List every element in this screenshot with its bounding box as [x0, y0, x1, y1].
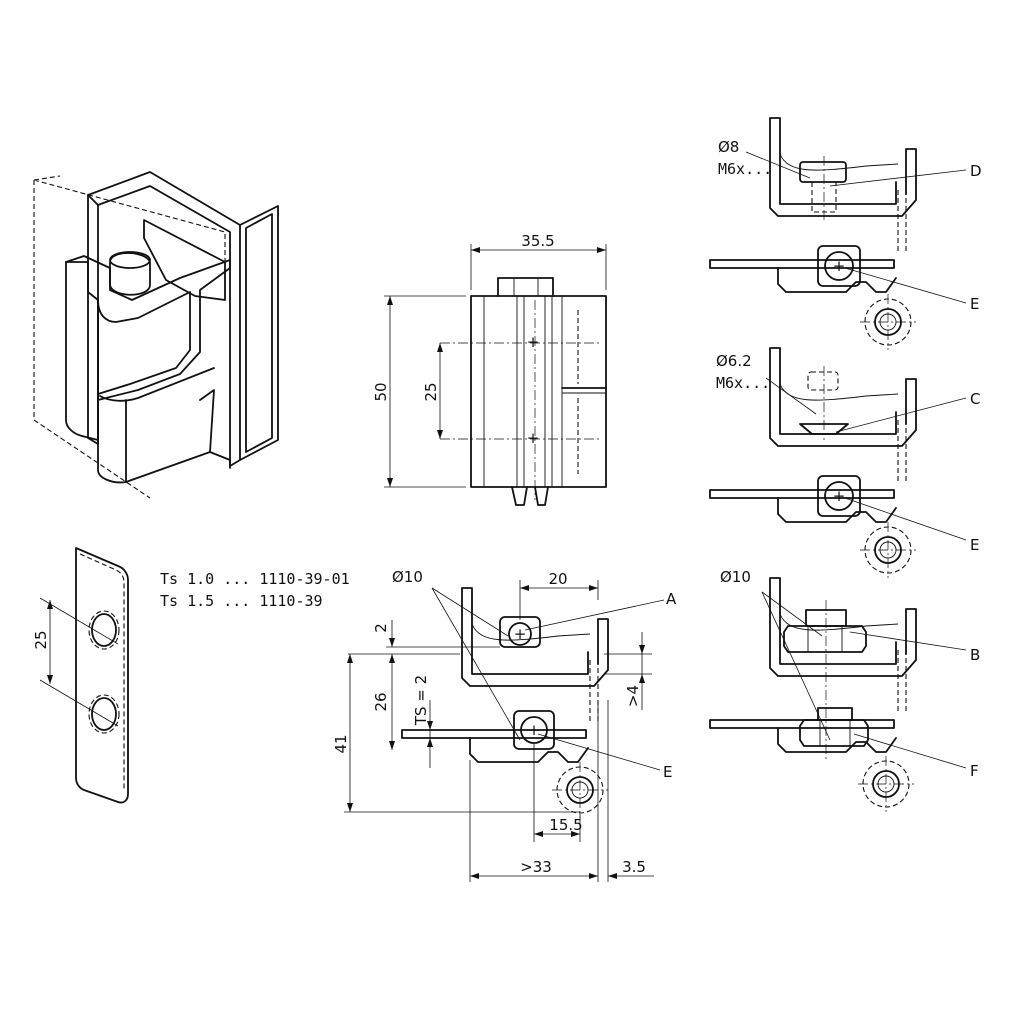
- section-main: + + Ø10 A E 20 2 26 41: [332, 568, 677, 882]
- svg-text:+: +: [833, 257, 846, 275]
- dim-2: 2: [372, 623, 390, 633]
- callout-d: D: [970, 162, 982, 180]
- dim-33: >33: [520, 858, 552, 876]
- dim-width: 35.5: [521, 232, 554, 250]
- nut-plate-view: 25 Ts 1.0 ... 1110-39-01 Ts 1.5 ... 1110…: [32, 547, 350, 804]
- dim-height: 50: [372, 382, 390, 401]
- hole-dia-d: Ø8: [718, 138, 739, 156]
- svg-text:+: +: [833, 487, 846, 505]
- dim-4: >4: [624, 685, 642, 707]
- callout-c: C: [970, 390, 980, 408]
- hole-dia-main: Ø10: [392, 568, 423, 586]
- callout-e-d: E: [970, 295, 979, 313]
- hole-dia-b: Ø10: [720, 568, 751, 586]
- plate-variant-1: Ts 1.0 ... 1110-39-01: [160, 570, 350, 588]
- dim-41: 41: [332, 734, 350, 753]
- svg-text:+: +: [514, 625, 527, 643]
- plate-variant-2: Ts 1.5 ... 1110-39: [160, 592, 323, 610]
- svg-text:+: +: [527, 429, 540, 447]
- screw-c: M6x...: [716, 374, 770, 392]
- svg-text:+: +: [528, 721, 541, 739]
- callout-f: F: [970, 762, 979, 780]
- callout-b: B: [970, 646, 980, 664]
- dim-ts: TS = 2: [412, 675, 430, 726]
- callout-e-c: E: [970, 536, 979, 554]
- section-b: Ø10 B F: [709, 568, 980, 813]
- isometric-hinge-view: [33, 171, 279, 499]
- dim-pitch: 25: [422, 382, 440, 401]
- dim-26: 26: [372, 692, 390, 711]
- hole-dia-c: Ø6.2: [716, 352, 752, 370]
- dim-plate-pitch: 25: [32, 630, 50, 649]
- dim-20: 20: [548, 570, 567, 588]
- section-d: + Ø8 M6x... D E: [709, 117, 982, 351]
- section-c: + Ø6.2 M6x... C E: [709, 347, 980, 579]
- dim-3-5: 3.5: [622, 858, 646, 876]
- screw-d: M6x...: [718, 160, 772, 178]
- callout-a: A: [666, 590, 677, 608]
- side-view: + + 35.5 50 25: [372, 232, 607, 506]
- callout-e-main: E: [663, 763, 672, 781]
- svg-text:+: +: [527, 333, 540, 351]
- dim-15-5: 15.5: [549, 816, 582, 834]
